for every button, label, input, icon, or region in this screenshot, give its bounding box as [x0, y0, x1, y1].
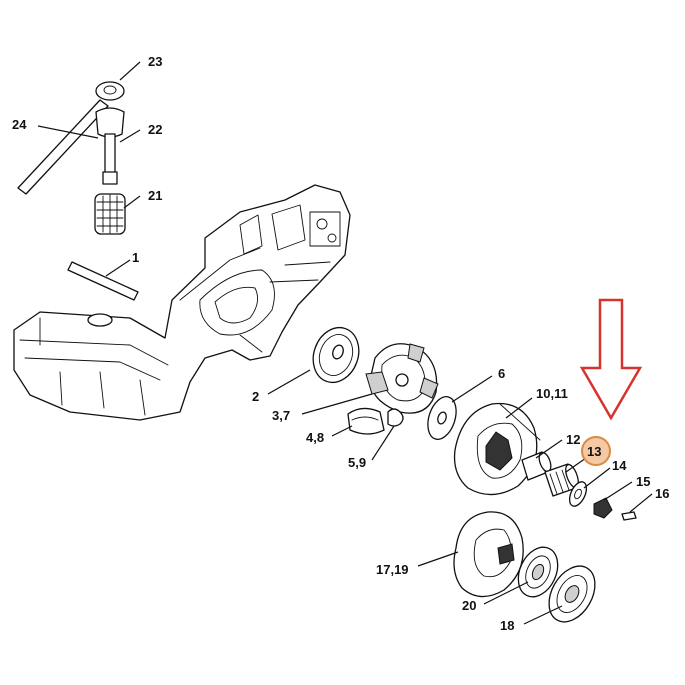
- pointer-arrow: [579, 298, 643, 421]
- clutch-cover-disc: [312, 326, 360, 384]
- label-part-3-7: 3,7: [272, 408, 290, 423]
- sprocket-drum: [453, 511, 524, 598]
- label-part-16: 16: [655, 486, 669, 501]
- clutch-spring: [387, 408, 404, 427]
- key-pin: [621, 511, 637, 521]
- label-part-18: 18: [500, 618, 514, 633]
- fuel-hose: [17, 99, 109, 195]
- clutch-drum: [453, 402, 541, 496]
- label-part-23: 23: [148, 54, 162, 69]
- e-clip: [593, 497, 613, 519]
- pin: [67, 261, 139, 301]
- label-part-12: 12: [566, 432, 580, 447]
- label-part-5-9: 5,9: [348, 455, 366, 470]
- rim-sprocket-large: [548, 565, 596, 623]
- thrust-washer: [568, 481, 588, 507]
- leader-lines: [37, 61, 653, 625]
- pickup-body: [95, 107, 125, 138]
- label-part-1: 1: [132, 250, 139, 265]
- washer: [427, 396, 457, 440]
- label-part-14: 14: [612, 458, 627, 473]
- rim-sprocket-small: [517, 546, 559, 598]
- part-labels: 23 24 22 21 1 2 6 10,11 3,7 4,8 5,9 12 1…: [12, 54, 669, 633]
- label-part-21: 21: [148, 188, 162, 203]
- label-part-13: 13: [587, 444, 601, 459]
- clutch-shoe: [347, 407, 385, 435]
- grommet: [95, 81, 125, 101]
- label-part-24: 24: [12, 117, 27, 132]
- grommet-inner: [103, 85, 117, 95]
- clutch-assembly: [365, 343, 439, 414]
- pickup-stem: [104, 133, 116, 177]
- label-part-15: 15: [636, 474, 650, 489]
- label-part-22: 22: [148, 122, 162, 137]
- label-part-17-19: 17,19: [376, 562, 409, 577]
- label-part-4-8: 4,8: [306, 430, 324, 445]
- label-part-20: 20: [462, 598, 476, 613]
- label-part-6: 6: [498, 366, 505, 381]
- crankcase-outline: [13, 184, 351, 421]
- label-part-2: 2: [252, 389, 259, 404]
- highlight-circle: [581, 436, 611, 466]
- label-part-10-11: 10,11: [536, 386, 568, 401]
- pickup-ferrule: [102, 171, 118, 185]
- fuel-hose-assembly: [17, 81, 126, 235]
- crankcase-housing: [13, 184, 351, 421]
